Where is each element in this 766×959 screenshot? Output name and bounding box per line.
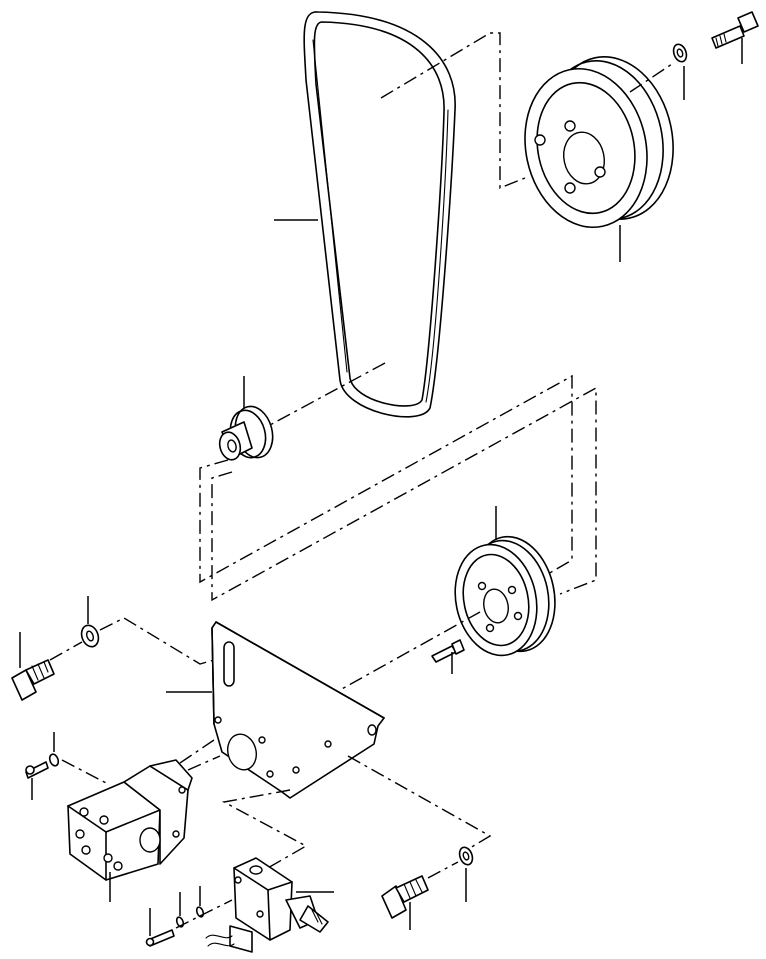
medium-pulley bbox=[454, 535, 556, 657]
bolt-right bbox=[381, 875, 429, 919]
centerline-frame bbox=[199, 374, 597, 602]
mounting-bracket bbox=[211, 621, 385, 799]
centerline-pump-bracket-stud bbox=[187, 755, 221, 771]
screw-valve bbox=[145, 929, 175, 947]
centerline-screw-pump bbox=[61, 759, 109, 785]
washer-left bbox=[80, 624, 100, 648]
centerline-bracket-bolt-right bbox=[347, 755, 492, 849]
centerline-bracket-valve bbox=[221, 789, 308, 877]
hydraulic-pump bbox=[67, 759, 193, 881]
relief-valve bbox=[205, 857, 329, 953]
centerline-screws-valve bbox=[175, 899, 233, 929]
washer-right bbox=[458, 846, 474, 866]
centerline-bolt-washer bbox=[49, 641, 83, 661]
washer-pump bbox=[48, 753, 60, 767]
washer-top bbox=[672, 43, 688, 63]
centerline-belt-small-pulley bbox=[269, 362, 386, 426]
screw-pump bbox=[25, 761, 49, 779]
small-pulley bbox=[218, 405, 274, 461]
centerline-belt-large-pulley bbox=[380, 32, 526, 190]
washer-valve-b bbox=[195, 906, 205, 918]
bolt-center bbox=[431, 639, 465, 663]
centerline-bolt-washer-right bbox=[427, 861, 459, 879]
centerline-large-pulley-bolt bbox=[629, 63, 673, 93]
bolt-top bbox=[711, 11, 759, 49]
large-pulley bbox=[524, 56, 674, 229]
bolt-left bbox=[11, 659, 55, 701]
centerline-washer-bracket bbox=[99, 617, 215, 665]
belt bbox=[303, 11, 456, 418]
